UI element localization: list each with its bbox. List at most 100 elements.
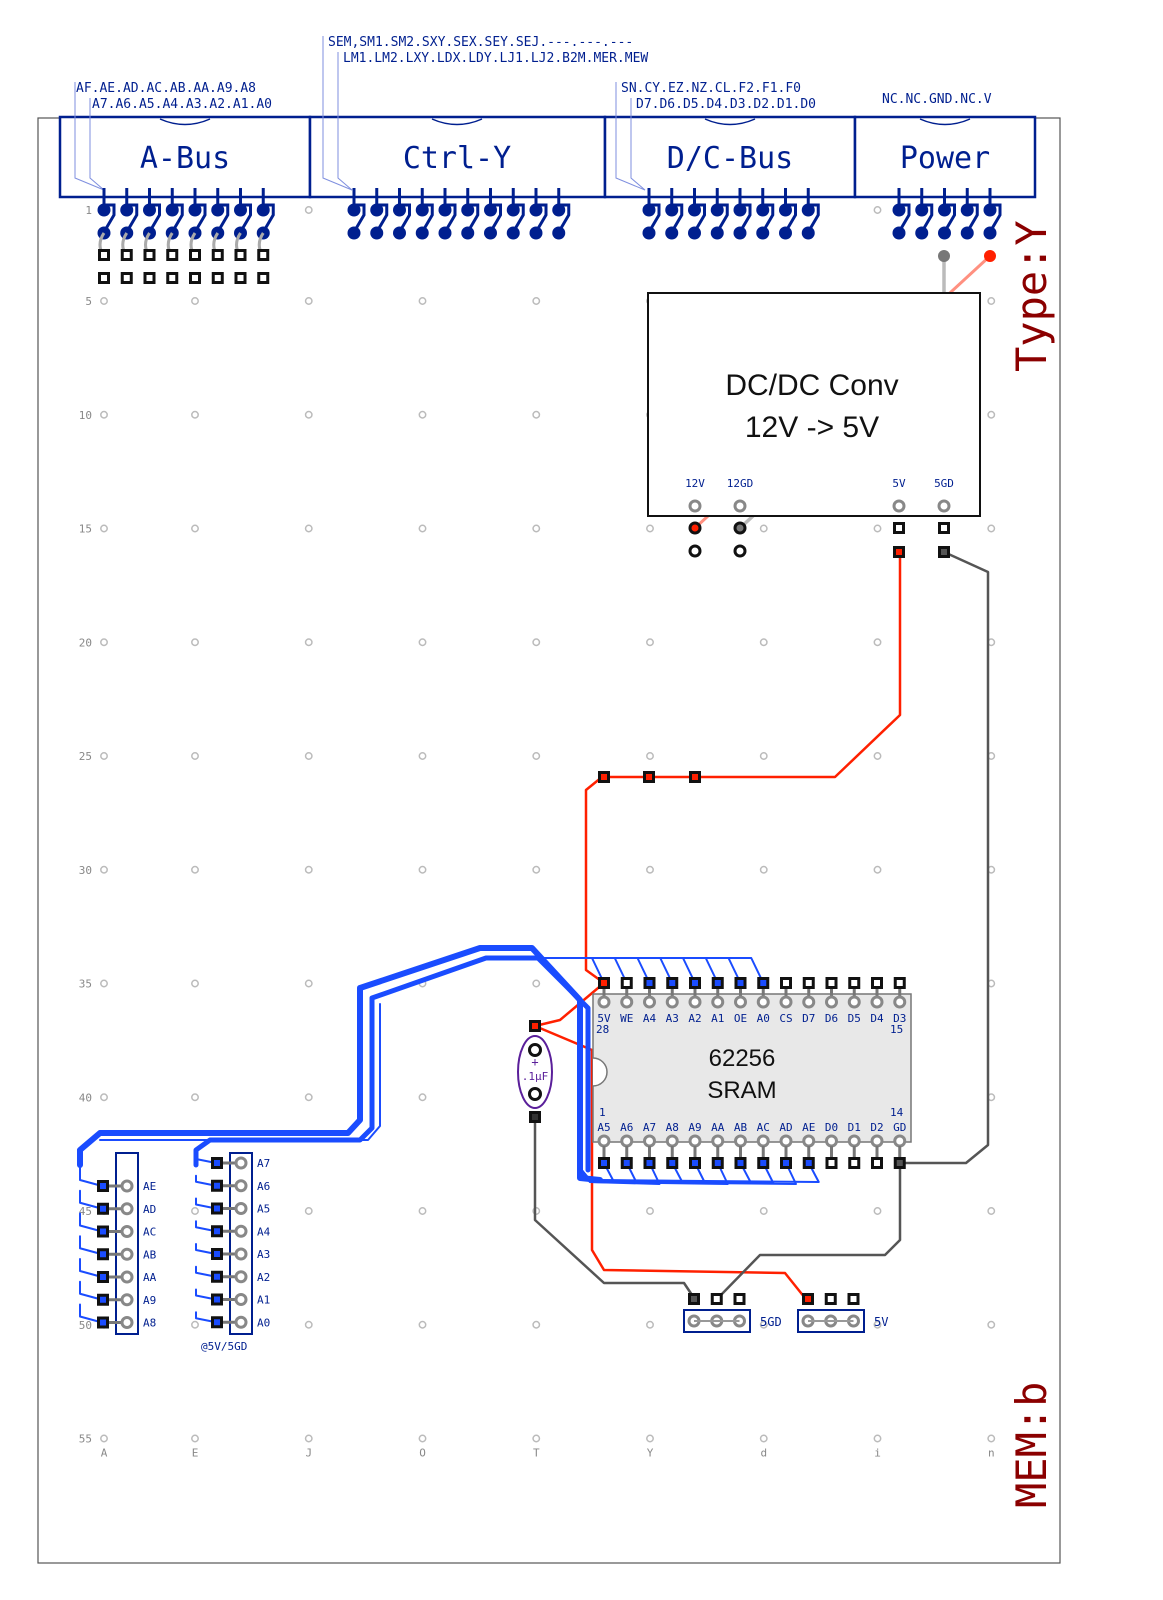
pin-link bbox=[557, 188, 571, 233]
pin-link bbox=[897, 188, 911, 233]
grid-hole bbox=[532, 1434, 541, 1443]
sram-top-pin-label: D7 bbox=[802, 1012, 815, 1025]
sram-top-pin-label: A3 bbox=[666, 1012, 679, 1025]
sram-top-pin bbox=[779, 995, 793, 1009]
left-high-square-inner bbox=[100, 1274, 106, 1280]
sram-top-pin-label: A1 bbox=[711, 1012, 724, 1025]
sram-top-square-inner bbox=[623, 980, 630, 986]
grid-hole bbox=[100, 865, 108, 874]
left-low-pin bbox=[234, 1224, 248, 1238]
dc-bus-label-top: SN.CY.EZ.NZ.CL.F2.F1.F0 bbox=[621, 81, 801, 96]
sram-bottom-pin bbox=[665, 1134, 679, 1148]
pin bbox=[960, 203, 974, 217]
trace-5gd-cap bbox=[533, 1115, 696, 1300]
pin bbox=[461, 226, 475, 240]
grid-hole bbox=[646, 1434, 654, 1443]
pin bbox=[756, 203, 770, 217]
dcdc-pin bbox=[937, 499, 951, 513]
sram-bottom-pin-label: AC bbox=[757, 1121, 770, 1134]
grid-hole bbox=[100, 638, 108, 647]
grid-hole bbox=[532, 410, 541, 419]
grid-hole bbox=[100, 979, 108, 988]
grid-hole bbox=[418, 1207, 427, 1215]
left-high-square-inner bbox=[100, 1228, 106, 1235]
grid-hole bbox=[418, 1320, 427, 1329]
sram-top-square-inner bbox=[896, 980, 903, 986]
trace-addr-bottom bbox=[579, 1162, 797, 1185]
grid-hole bbox=[759, 1320, 768, 1329]
left-low-pin bbox=[234, 1156, 248, 1170]
power-title: Power bbox=[900, 141, 990, 176]
pin-square-inner bbox=[101, 275, 107, 281]
sram-bottom-pin-label: GD bbox=[893, 1121, 906, 1134]
sram-bottom-pin-label: A7 bbox=[643, 1121, 656, 1134]
sram-bottom-square-inner bbox=[714, 1160, 721, 1166]
pin bbox=[438, 203, 452, 217]
pin bbox=[983, 226, 997, 240]
grid-hole bbox=[987, 1207, 996, 1215]
sram-top-pin bbox=[825, 995, 838, 1009]
pin-link bbox=[670, 188, 684, 233]
grid-hole bbox=[418, 752, 427, 760]
pin bbox=[529, 203, 543, 217]
pin bbox=[415, 203, 429, 217]
sram-bottom-square-inner bbox=[669, 1160, 676, 1166]
left-low-label: A0 bbox=[257, 1316, 270, 1329]
sram-top-pin bbox=[711, 995, 725, 1009]
trace-addr-bottom bbox=[579, 1162, 820, 1183]
pin bbox=[120, 203, 134, 217]
left-high-label: AE bbox=[143, 1180, 156, 1193]
dcdc-title-line1: DC/DC Conv bbox=[725, 369, 898, 402]
col-letter: E bbox=[192, 1447, 199, 1460]
sram-pin-1: 1 bbox=[599, 1106, 606, 1119]
left-low-label: A4 bbox=[257, 1225, 271, 1238]
pin-square-inner bbox=[169, 252, 176, 258]
left-high-label: AA bbox=[143, 1271, 157, 1284]
jumper-square-inner bbox=[691, 1296, 697, 1302]
left-low-pin bbox=[234, 1270, 248, 1284]
pin bbox=[892, 226, 906, 240]
sram-top-pin bbox=[688, 995, 702, 1009]
left-high-pin bbox=[120, 1202, 134, 1216]
sram-bottom-square-inner bbox=[623, 1160, 630, 1166]
grid-hole bbox=[873, 1207, 882, 1215]
sram-bottom-pin-label: AE bbox=[802, 1121, 815, 1134]
type-label: Type:Y bbox=[1007, 220, 1056, 372]
left-high-square-inner bbox=[100, 1319, 106, 1326]
grid-hole bbox=[191, 1093, 199, 1102]
grid-hole bbox=[304, 410, 313, 419]
left-low-square-inner bbox=[214, 1251, 220, 1257]
grid-hole bbox=[873, 206, 882, 214]
pin-link bbox=[920, 188, 934, 233]
left-low-square-inner bbox=[214, 1228, 220, 1235]
sram-top-square-inner bbox=[783, 980, 789, 986]
sram-bottom-square-inner bbox=[646, 1160, 653, 1166]
pin bbox=[552, 226, 566, 240]
grid-hole bbox=[191, 1320, 199, 1329]
sram-bottom-pin-label: D0 bbox=[825, 1121, 838, 1134]
left-high-pin bbox=[120, 1270, 134, 1284]
pin-link bbox=[398, 188, 411, 233]
pin bbox=[393, 226, 406, 240]
pin-link bbox=[352, 188, 366, 233]
grid-hole bbox=[100, 1434, 108, 1443]
header-pins bbox=[97, 188, 1002, 284]
pin-square-inner bbox=[237, 252, 244, 258]
dcdc-pin-lower bbox=[733, 521, 747, 535]
pin-link bbox=[943, 188, 956, 233]
left-low-pin bbox=[234, 1202, 248, 1215]
sram-bottom-square-inner bbox=[851, 1160, 858, 1166]
pin-link bbox=[511, 188, 525, 233]
pin-square-inner bbox=[123, 252, 130, 258]
sram-bottom-pin-label: AA bbox=[711, 1121, 725, 1134]
grid-hole bbox=[191, 410, 199, 419]
grid-hole bbox=[191, 979, 199, 988]
left-low-square-inner bbox=[214, 1296, 220, 1303]
grid-hole bbox=[646, 524, 654, 533]
grid-hole bbox=[418, 1093, 427, 1102]
pin bbox=[688, 203, 701, 217]
